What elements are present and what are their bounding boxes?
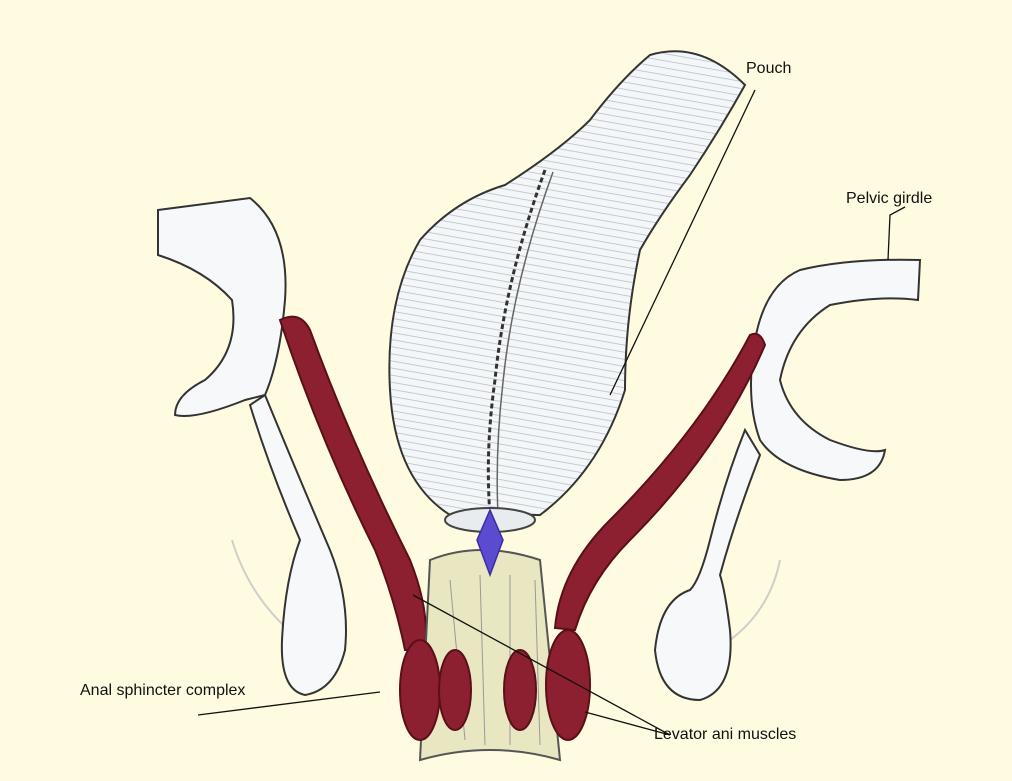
- sphincter-complex: [400, 550, 590, 760]
- pelvic-girdle-leader-line: [888, 207, 905, 260]
- anal-sphincter-complex-label: Anal sphincter complex: [80, 682, 245, 700]
- pelvic-girdle-label: Pelvic girdle: [846, 190, 932, 208]
- background-curve-right: [730, 560, 780, 640]
- right-pelvic-bone: [655, 260, 920, 700]
- levator-ani-muscles-label: Levator ani muscles: [654, 726, 796, 744]
- left-pelvic-bone: [158, 198, 346, 695]
- pouch-label: Pouch: [746, 60, 791, 78]
